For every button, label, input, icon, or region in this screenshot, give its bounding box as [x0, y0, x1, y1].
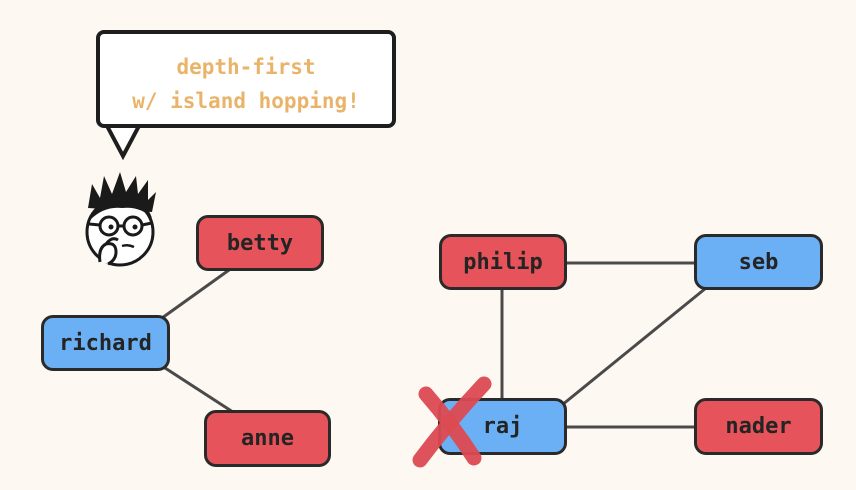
bubble-line-1: depth-first	[176, 55, 316, 79]
speech-bubble: depth-first w/ island hopping!	[96, 30, 396, 128]
thinking-person-icon	[85, 172, 156, 267]
bubble-line-2: w/ island hopping!	[132, 89, 360, 113]
edge-richard-betty	[161, 263, 237, 320]
node-betty: betty	[196, 215, 324, 271]
node-anne: anne	[204, 410, 331, 467]
edge-richard-anne	[161, 364, 237, 416]
node-richard: richard	[41, 315, 170, 371]
node-betty-label: betty	[226, 230, 294, 256]
node-raj-label: raj	[482, 414, 523, 439]
node-anne-label: anne	[241, 426, 294, 451]
node-philip: philip	[439, 234, 567, 290]
node-seb: seb	[694, 234, 823, 290]
node-nader-label: nader	[725, 414, 792, 439]
node-nader: nader	[694, 398, 823, 455]
edge-seb-raj	[561, 286, 707, 407]
node-philip-label: philip	[463, 249, 543, 275]
node-richard-label: richard	[59, 330, 152, 356]
node-seb-label: seb	[738, 249, 779, 275]
